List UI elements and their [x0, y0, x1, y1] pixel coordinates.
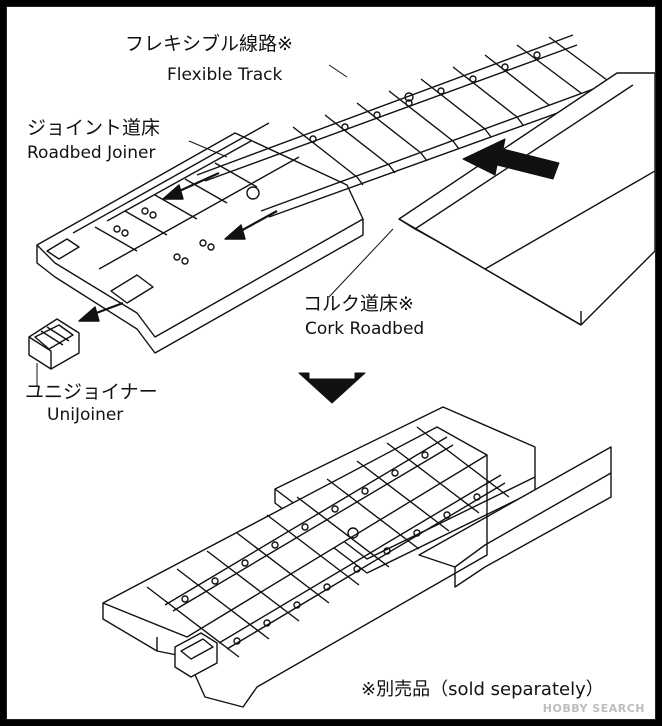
unijoiner-en-label: UniJoiner — [47, 405, 124, 425]
sold-separately-note: ※別売品（sold separately） — [361, 679, 604, 700]
unijoiner-part — [28, 318, 80, 370]
flexible-track-jp-label: フレキシブル線路※ — [125, 33, 293, 55]
assembled-track — [102, 406, 612, 708]
leader-lines — [36, 64, 394, 387]
assembly-diagram — [28, 34, 655, 708]
diagram-frame: フレキシブル線路※ Flexible Track ジョイント道床 Roadbed… — [6, 6, 656, 720]
roadbed-joiner-jp-label: ジョイント道床 — [27, 117, 161, 139]
cork-roadbed-top — [398, 72, 655, 326]
cork-roadbed-en-label: Cork Roadbed — [305, 319, 425, 339]
assembly-arrows — [78, 138, 560, 404]
roadbed-joiner-top — [36, 122, 364, 354]
cork-roadbed-jp-label: コルク道床※ — [303, 293, 414, 315]
flexible-track-top — [196, 34, 642, 218]
roadbed-joiner-en-label: Roadbed Joiner — [27, 143, 156, 163]
hobby-search-watermark: HOBBY SEARCH — [542, 702, 645, 715]
flexible-track-en-label: Flexible Track — [167, 65, 283, 85]
unijoiner-jp-label: ユニジョイナー — [25, 381, 158, 403]
